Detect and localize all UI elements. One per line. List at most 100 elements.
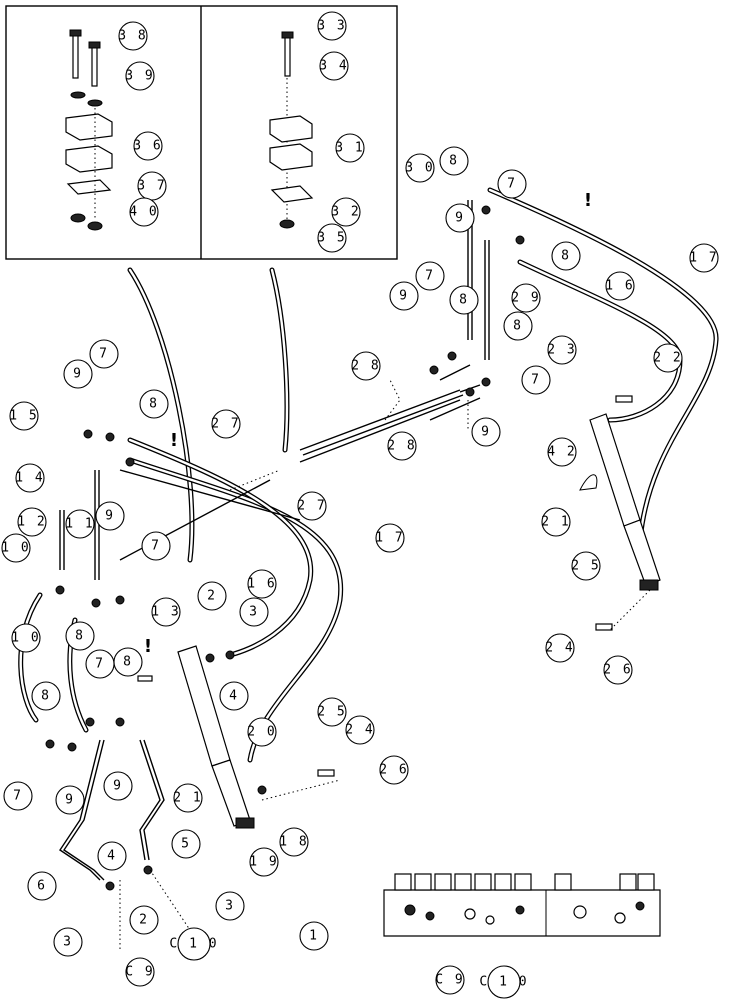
callout-label: 1 0	[11, 631, 40, 646]
callout-circle	[31, 681, 61, 711]
callout-label: 2 6	[379, 763, 408, 778]
callout-circle	[487, 965, 521, 999]
callout-label: 2 6	[603, 663, 632, 678]
callout-label: 8	[123, 655, 133, 670]
callout-label: 9	[481, 425, 491, 440]
callout-c26b: 2 6	[379, 755, 409, 785]
callout-circle	[603, 655, 633, 685]
callout-label: 7	[99, 347, 109, 362]
callout-circle	[139, 389, 169, 419]
callout-label: 7	[425, 269, 435, 284]
callout-c9h: C 9	[125, 957, 155, 987]
callout-c2b: 2	[129, 905, 159, 935]
callout-c25b: 2 5	[317, 697, 347, 727]
callout-label: 2 5	[317, 705, 346, 720]
callout-circle	[133, 131, 163, 161]
tube-5	[139, 739, 161, 861]
callout-circle	[405, 153, 435, 183]
callout-c7f: 7	[85, 649, 115, 679]
callout-c4b: 4	[97, 841, 127, 871]
callout-circle	[547, 335, 577, 365]
callout-label: 8	[459, 293, 469, 308]
callout-label: 8	[41, 689, 51, 704]
callout-label: 2	[139, 913, 149, 928]
callout-label: 7	[531, 373, 541, 388]
callout-label: 2 7	[211, 417, 240, 432]
bolt-38a	[72, 33, 79, 79]
callout-c9g: 9	[103, 771, 133, 801]
callout-c9f: 9	[55, 785, 85, 815]
bolt-head-33	[281, 31, 294, 39]
callout-circle	[449, 285, 479, 315]
bolt-head-38a	[69, 29, 82, 37]
pin-22	[615, 395, 633, 403]
callout-c24b: 2 4	[345, 715, 375, 745]
callout-circle	[445, 203, 475, 233]
callout-c16a: 1 6	[605, 271, 635, 301]
bolt-38b	[91, 45, 98, 87]
inset-leader-lines	[127, 267, 290, 563]
callout-circle	[279, 827, 309, 857]
callout-circle	[317, 11, 347, 41]
callout-c19: 1 9	[249, 847, 279, 877]
callout-label: 2 7	[297, 499, 326, 514]
callout-circle	[17, 507, 47, 537]
washer-39b	[87, 99, 103, 107]
callout-c8h: 8	[31, 681, 61, 711]
clip-42	[579, 474, 598, 491]
callout-label: 3 3	[317, 19, 346, 34]
callout-circle	[197, 581, 227, 611]
callout-label: C 1 0	[479, 975, 528, 990]
callout-c8g: 8	[113, 647, 143, 677]
callout-label: 3 4	[319, 59, 348, 74]
callout-label: 3 8	[118, 29, 147, 44]
callout-c27b: 2 7	[297, 491, 327, 521]
warning-marks: ! ! !	[144, 190, 592, 657]
callout-c17b: 1 7	[375, 523, 405, 553]
cylinder-21-left	[177, 645, 255, 829]
callout-circle	[375, 523, 405, 553]
callout-c1: 1	[299, 921, 329, 951]
callout-c23: 2 3	[547, 335, 577, 365]
callout-c5: 5	[171, 829, 201, 859]
callout-circle	[497, 169, 527, 199]
callout-c36: 3 6	[133, 131, 163, 161]
valve-block-1	[383, 873, 661, 937]
callout-label: 2	[207, 589, 217, 604]
callout-circle	[215, 891, 245, 921]
callout-circle	[379, 755, 409, 785]
callout-circle	[547, 437, 577, 467]
callout-label: 8	[561, 249, 571, 264]
detail-inset	[5, 5, 398, 260]
svg-text:!: !	[144, 636, 152, 657]
callout-c15: 1 5	[9, 401, 39, 431]
bolt-33	[284, 35, 291, 77]
callout-label: C 9	[125, 965, 154, 980]
callout-circle	[345, 715, 375, 745]
callout-label: 2 0	[247, 725, 276, 740]
callout-circle	[653, 343, 683, 373]
callout-circle	[439, 146, 469, 176]
callout-circle	[89, 339, 119, 369]
callout-c7a: 7	[497, 169, 527, 199]
callout-circle	[319, 51, 349, 81]
callout-circle	[65, 509, 95, 539]
callout-circle	[65, 621, 95, 651]
callout-c9d: 9	[63, 359, 93, 389]
callout-circle	[11, 623, 41, 653]
callout-label: 1 1	[65, 517, 94, 532]
plate-32	[270, 185, 314, 203]
callout-circle	[511, 283, 541, 313]
callout-circle	[97, 841, 127, 871]
nut-40a	[70, 213, 86, 223]
callout-circle	[55, 785, 85, 815]
callout-circle	[125, 957, 155, 987]
clamp-31-lower	[269, 143, 313, 171]
tube-27-lower	[119, 469, 301, 521]
callout-circle	[173, 783, 203, 813]
callout-label: C 1 0	[169, 937, 218, 952]
callout-c8f: 8	[65, 621, 95, 651]
callout-c12: 1 2	[17, 507, 47, 537]
tube-28b	[299, 399, 461, 463]
